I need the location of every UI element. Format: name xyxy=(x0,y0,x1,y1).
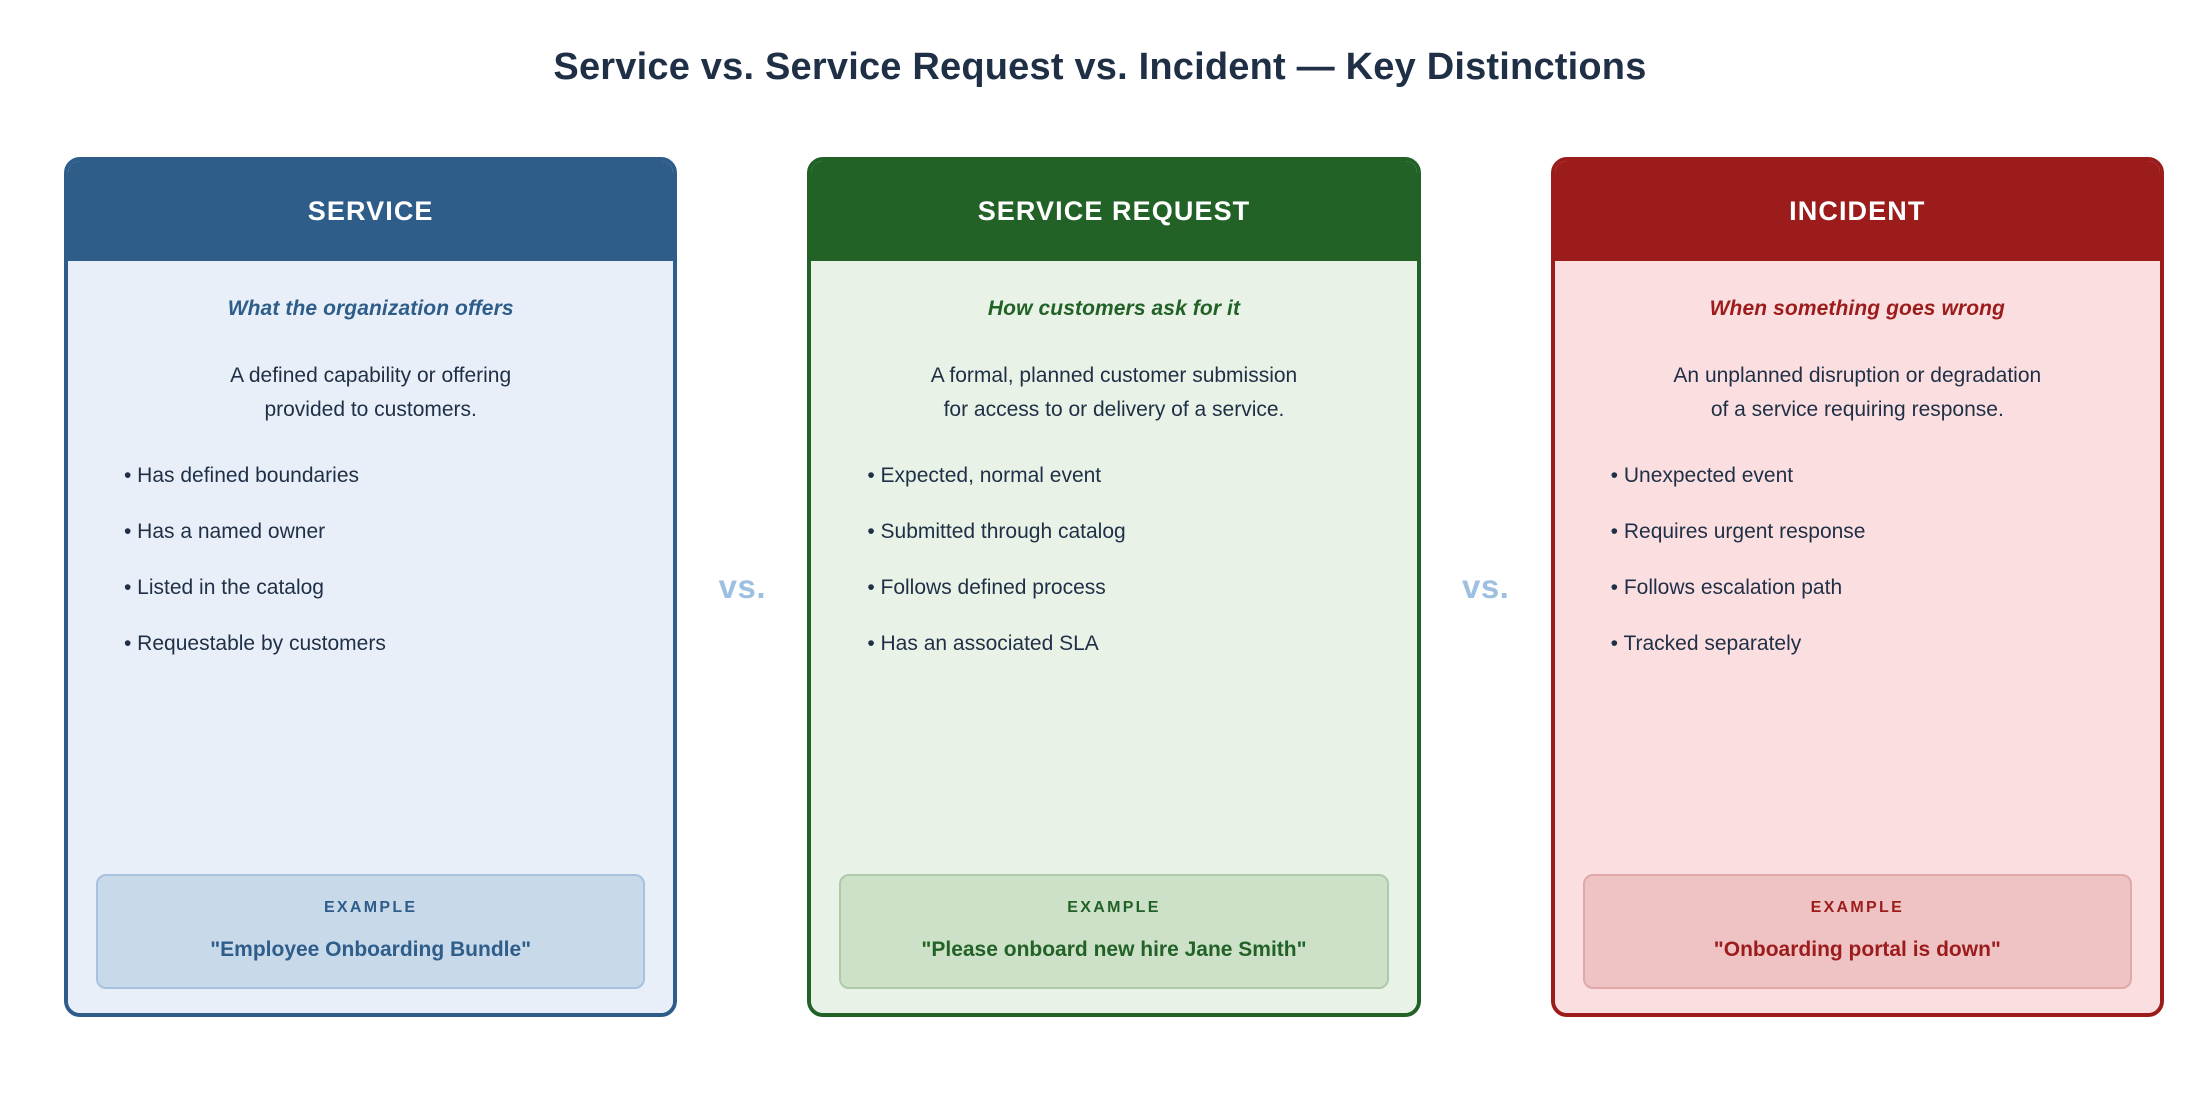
example-text: "Employee Onboarding Bundle" xyxy=(210,938,532,961)
card-incident: INCIDENT When something goes wrong An un… xyxy=(1550,157,2164,1017)
card-description: A formal, planned customer submission fo… xyxy=(930,364,1298,421)
page-title: Service vs. Service Request vs. Incident… xyxy=(553,46,1647,88)
card-bullet-list: • Unexpected event • Requires urgent res… xyxy=(1583,464,2132,656)
card-bullet-list: • Expected, normal event • Submitted thr… xyxy=(839,464,1388,656)
card-header-label: SERVICE REQUEST xyxy=(977,195,1251,226)
card-bullet-list: • Has defined boundaries • Has a named o… xyxy=(96,464,645,656)
card-description: An unplanned disruption or degradation o… xyxy=(1673,364,2042,421)
card-header-service-request: SERVICE REQUEST xyxy=(811,161,1417,261)
card-subtitle: When something goes wrong xyxy=(1709,297,2005,320)
card-header-service: SERVICE xyxy=(68,161,674,261)
card-body-service: What the organization offers A defined c… xyxy=(68,261,674,1013)
card-header-incident: INCIDENT xyxy=(1554,161,2160,261)
card-service-request: SERVICE REQUEST How customers ask for it… xyxy=(807,157,1421,1017)
card-header-label: INCIDENT xyxy=(1789,195,1926,226)
list-item: • Follows escalation path xyxy=(1610,576,1843,599)
vs-label: vs. xyxy=(1461,568,1510,605)
list-item: • Listed in the catalog xyxy=(124,576,324,599)
list-item: • Has an associated SLA xyxy=(867,632,1099,655)
card-body-incident: When something goes wrong An unplanned d… xyxy=(1554,261,2160,1013)
card-subtitle: What the organization offers xyxy=(227,297,514,320)
example-box: EXAMPLE "Please onboard new hire Jane Sm… xyxy=(839,874,1389,989)
separator-vs-2: vs. xyxy=(1421,157,1551,1017)
cards-row: SERVICE What the organization offers A d… xyxy=(64,157,2164,1017)
card-service: SERVICE What the organization offers A d… xyxy=(64,157,678,1017)
list-item: • Expected, normal event xyxy=(867,464,1102,487)
list-item: • Requires urgent response xyxy=(1610,520,1866,543)
card-body-service-request: How customers ask for it A formal, plann… xyxy=(811,261,1417,1013)
example-text: "Onboarding portal is down" xyxy=(1713,938,2001,961)
card-subtitle: How customers ask for it xyxy=(987,297,1241,320)
list-item: • Follows defined process xyxy=(867,576,1106,599)
list-item: • Has a named owner xyxy=(124,520,326,543)
example-label: EXAMPLE xyxy=(323,899,418,916)
list-item: • Has defined boundaries xyxy=(124,464,360,487)
card-description: A defined capability or offering provide… xyxy=(230,364,512,421)
vs-label: vs. xyxy=(718,568,767,605)
list-item: • Unexpected event xyxy=(1610,464,1794,487)
separator-vs-1: vs. xyxy=(677,157,807,1017)
list-item: • Submitted through catalog xyxy=(867,520,1126,543)
list-item: • Tracked separately xyxy=(1610,632,1802,655)
example-text: "Please onboard new hire Jane Smith" xyxy=(921,938,1307,961)
example-box: EXAMPLE "Onboarding portal is down" xyxy=(1582,874,2132,989)
example-box: EXAMPLE "Employee Onboarding Bundle" xyxy=(96,874,646,989)
list-item: • Requestable by customers xyxy=(124,632,386,655)
example-label: EXAMPLE xyxy=(1067,899,1161,916)
card-header-label: SERVICE xyxy=(307,195,434,226)
example-label: EXAMPLE xyxy=(1810,899,1905,916)
